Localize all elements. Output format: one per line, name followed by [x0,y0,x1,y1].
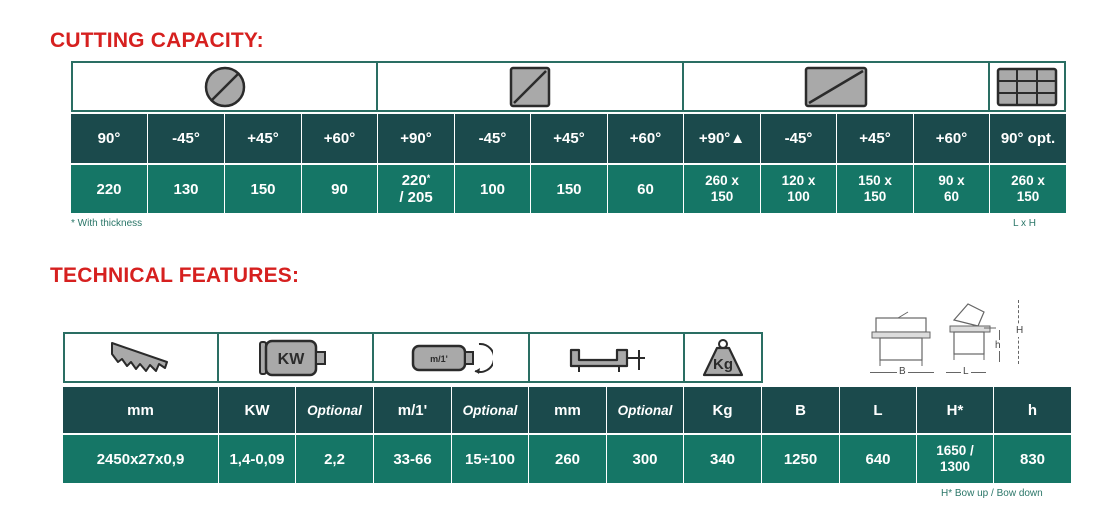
header-cell: -45° [761,114,837,163]
value-cell: 2450x27x0,9 [63,435,219,483]
value-cell: 2,2 [296,435,374,483]
value-cell: 150 [531,165,608,213]
bundle-section-icon [996,67,1058,106]
b-label: B [897,366,908,377]
dimension-diagram: B L h H [866,298,1036,380]
value-cell: 90 [302,165,378,213]
l-label: L [961,366,971,377]
square-section-cell [378,61,684,112]
value-cell: 15÷100 [452,435,529,483]
rectangular-section-icon [804,66,868,107]
weight-kg-label: Kg [713,356,733,373]
h-small-label: h [995,340,1001,351]
rectangular-section-cell [684,61,990,112]
header-cell: +45° [837,114,914,163]
b-dimension: B [870,366,934,378]
header-cell: +90° [378,114,455,163]
h-big-label: H [1016,324,1024,337]
round-section-cell [71,61,378,112]
value-cell: 830 [994,435,1071,483]
value-cell: 90 x 60 [914,165,990,213]
vice-cell [530,332,685,383]
value-cell: 150 x 150 [837,165,914,213]
value-thickness-line1: 220* [402,172,431,189]
value-cell: 220 [71,165,148,213]
bundle-section-cell [990,61,1066,112]
value-cell: 260 [529,435,607,483]
header-cell: -45° [148,114,225,163]
header-cell: +60° [914,114,990,163]
value-cell: 130 [148,165,225,213]
value-cell: 1650 / 1300 [917,435,994,483]
lxh-note: L x H [1013,218,1036,229]
l-dimension: L [946,366,986,378]
vice-icon [569,348,645,372]
height-note: H* Bow up / Bow down [941,488,1043,499]
blade-cell [63,332,219,383]
header-cell: +60° [608,114,684,163]
value-cell: 60 [608,165,684,213]
header-cell: +90°▲ [684,114,761,163]
header-cell: 90° opt. [990,114,1066,163]
cutting-capacity-title: CUTTING CAPACITY: [50,29,264,52]
value-cell: 300 [607,435,684,483]
value-cell: 260 x 150 [684,165,761,213]
weight-cell: Kg [685,332,763,383]
value-cell: 1250 [762,435,840,483]
value-cell: 150 [225,165,302,213]
value-cell-thickness: 220* / 205 [378,165,455,213]
technical-features-title: TECHNICAL FEATURES: [50,264,300,287]
thickness-note: * With thickness [71,218,143,229]
value-cell: 100 [455,165,531,213]
weight-kg-icon: Kg [702,338,744,376]
value-cell: 340 [684,435,762,483]
motor-kw-label: KW [277,351,305,368]
technical-header-row: mm KW Optional m/1' Optional mm Optional… [63,387,1071,433]
saw-blade-icon [111,341,168,372]
cutting-value-row: 220 130 150 90 220* / 205 100 150 60 260… [71,165,1066,213]
value-thickness-main: 220 [401,172,427,189]
cutting-header-row: 90° -45° +45° +60° +90° -45° +45° +60° +… [71,114,1066,163]
header-cell: KW [219,387,296,433]
value-cell: 640 [840,435,917,483]
speed-label: m/1' [430,354,448,364]
h-big-dimension: H [1013,300,1029,364]
header-cell: mm [529,387,607,433]
header-cell: Kg [684,387,762,433]
value-cell: 120 x 100 [761,165,837,213]
value-thickness-line2: / 205 [399,189,433,206]
technical-value-row: 2450x27x0,9 1,4-0,09 2,2 33-66 15÷100 26… [63,435,1071,483]
header-cell: Optional [607,387,684,433]
blade-speed-icon: m/1' [411,342,493,374]
speed-cell: m/1' [374,332,530,383]
header-cell: m/1' [374,387,452,433]
h-small-dimension: h [994,330,1006,362]
header-cell: +45° [531,114,608,163]
header-cell: h [994,387,1071,433]
header-cell: 90° [71,114,148,163]
square-section-icon [509,66,551,107]
motor-cell: KW [219,332,374,383]
machine-side-view-icon [949,303,996,360]
value-cell: 33-66 [374,435,452,483]
value-cell: 260 x 150 [990,165,1066,213]
header-cell: +60° [302,114,378,163]
header-cell: +45° [225,114,302,163]
header-cell: mm [63,387,219,433]
header-cell: Optional [452,387,529,433]
header-cell: L [840,387,917,433]
header-cell: H* [917,387,994,433]
header-cell: -45° [455,114,531,163]
thickness-mark: * [426,173,431,183]
cutting-icon-row [71,61,1066,112]
motor-kw-icon: KW [258,339,326,376]
technical-icon-row: KW m/1' Kg [63,332,763,383]
header-cell: Optional [296,387,374,433]
header-cell: B [762,387,840,433]
round-section-icon [204,66,245,107]
machine-front-view-icon [871,311,931,366]
value-cell: 1,4-0,09 [219,435,296,483]
